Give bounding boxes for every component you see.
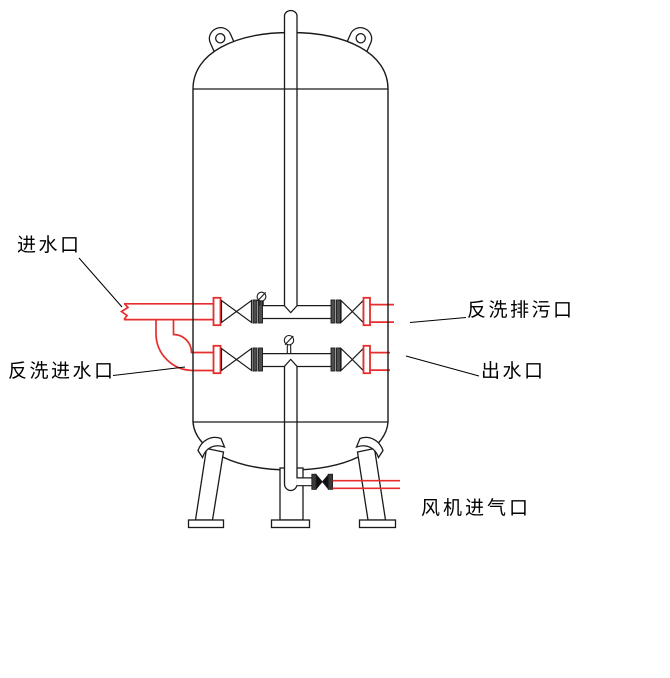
upper-right-valve xyxy=(340,299,364,324)
riser-pipe-upper xyxy=(283,9,298,306)
bottom-branch-assembly xyxy=(296,473,334,490)
inlet-pipe-fill xyxy=(124,303,214,320)
water-outlet-pipe xyxy=(370,351,390,371)
lower-left-valve xyxy=(220,347,253,372)
left-leg-bracket xyxy=(197,436,226,459)
left-leg-foot xyxy=(187,519,225,529)
lower-pipe-body xyxy=(262,352,331,368)
right-leg-foot xyxy=(358,519,397,529)
lower-pipe-assembly xyxy=(212,334,371,375)
upper-pipe-body xyxy=(262,304,331,320)
right-leg-bracket xyxy=(355,436,384,459)
lower-right-red-flange xyxy=(362,344,371,375)
lower-left-red-flange xyxy=(212,344,222,375)
right-leg xyxy=(356,447,387,521)
branch-stub xyxy=(297,477,312,487)
label-outlet: 出水口 xyxy=(481,361,546,382)
branch-flange-left xyxy=(311,473,317,490)
label-inlet: 进水口 xyxy=(17,235,82,256)
label-blower-air-inlet: 风机进气口 xyxy=(421,498,532,519)
upper-pipe-assembly xyxy=(212,291,371,327)
blower-air-pipe xyxy=(332,479,400,490)
weld-seams xyxy=(193,88,388,423)
leader-lines xyxy=(78,257,480,377)
upper-left-valve xyxy=(220,299,253,324)
inlet-pipe xyxy=(124,302,214,321)
label-backwash-drain: 反洗排污口 xyxy=(467,300,575,321)
gauge-icon-lower xyxy=(283,334,295,354)
drain-outlet-pipe xyxy=(370,303,394,323)
tank-walls xyxy=(192,89,389,422)
gauge-icon-upper xyxy=(256,291,267,306)
lower-right-valve xyxy=(340,347,364,372)
leader-line-backwash-inlet xyxy=(112,366,186,376)
label-backwash-inlet: 反洗进水口 xyxy=(8,361,116,382)
upper-pipe-body-fill xyxy=(262,305,331,319)
backwash-elbow-fill xyxy=(156,320,214,371)
upper-tee-notch xyxy=(284,305,298,314)
leader-line-inlet xyxy=(78,257,123,308)
left-leg xyxy=(194,447,225,521)
upper-left-red-flange xyxy=(212,296,222,327)
lower-pipe-body-fill xyxy=(262,353,331,367)
red-piping xyxy=(119,302,394,372)
lower-tee-notch xyxy=(284,358,298,367)
riser-pipe-lower xyxy=(283,366,298,492)
center-foot xyxy=(270,519,311,529)
inlet-pipe-break-symbol xyxy=(119,303,130,321)
branch-valve xyxy=(316,474,329,490)
branch-flange-right xyxy=(327,473,334,490)
upper-right-red-flange xyxy=(362,296,371,327)
leader-line-outlet xyxy=(405,355,480,377)
backwash-elbow xyxy=(155,320,214,372)
support-legs xyxy=(187,436,397,529)
branch-stub-fill xyxy=(296,478,312,486)
leader-line-backwash-drain xyxy=(409,317,467,323)
